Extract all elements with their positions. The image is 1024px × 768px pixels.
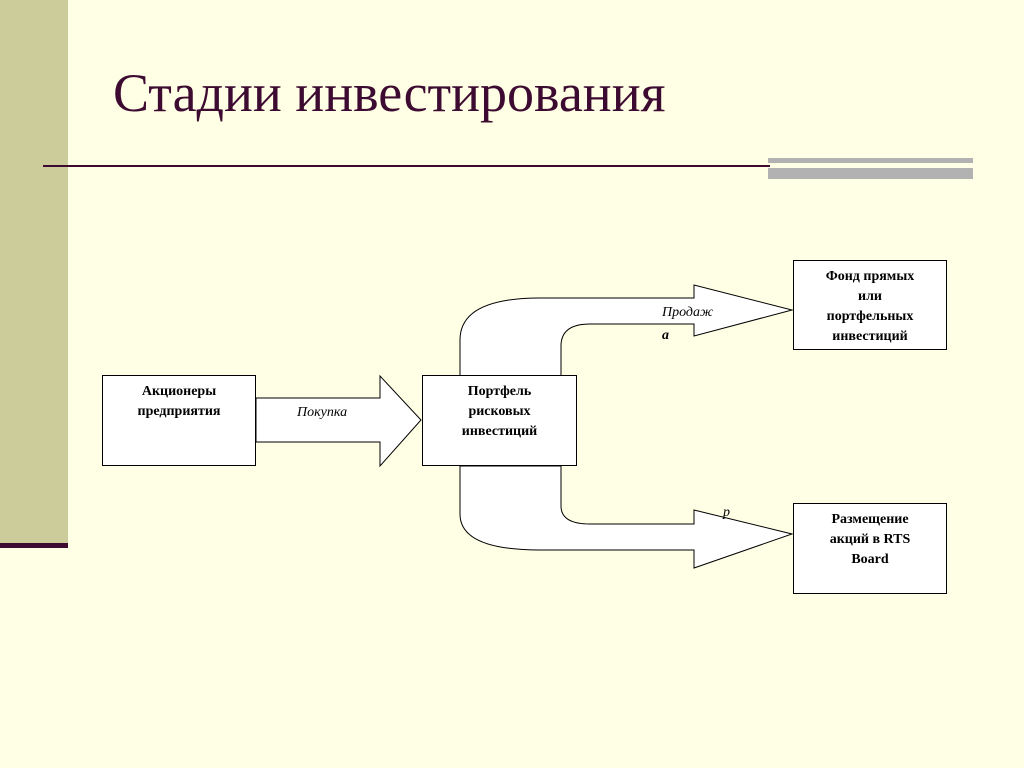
divider-accent-bottom: [768, 168, 973, 179]
label-sale-upper-line-1: Продаж: [662, 305, 714, 320]
slide-title: Стадии инвестирования: [113, 63, 666, 123]
node-rts-line-3: Board: [851, 552, 889, 567]
node-rts-line-2: акций в RTS: [829, 532, 911, 547]
node-fund: Фонд прямых или портфельных инвестиций: [793, 260, 947, 350]
sidebar-rule: [0, 543, 68, 548]
node-shareholders-line-1: Акционеры: [141, 384, 217, 399]
node-rts-board: Размещение акций в RTS Board: [793, 503, 947, 594]
node-shareholders-line-2: предприятия: [137, 404, 221, 419]
node-portfolio: Портфель рисковых инвестиций: [422, 375, 577, 466]
node-portfolio-line-3: инвестиций: [461, 424, 538, 439]
divider-accent-top: [768, 158, 973, 163]
purchase-arrow: [255, 374, 422, 468]
label-sale-lower: р: [723, 505, 730, 520]
sale-arrow-upper: [459, 284, 794, 377]
title-divider: [43, 165, 770, 167]
node-rts-line-1: Размещение: [831, 512, 909, 527]
node-fund-line-3: портфельных: [826, 309, 914, 324]
node-portfolio-line-1: Портфель: [467, 384, 532, 399]
node-fund-line-2: или: [858, 289, 882, 304]
node-portfolio-line-2: рисковых: [468, 404, 531, 419]
sidebar-strip: [0, 0, 68, 546]
label-purchase: Покупка: [297, 405, 348, 420]
node-fund-line-1: Фонд прямых: [825, 269, 915, 284]
sale-arrow-lower: [459, 465, 794, 569]
label-sale-upper-line-2: а: [662, 328, 669, 343]
node-shareholders: Акционеры предприятия: [102, 375, 256, 466]
node-fund-line-4: инвестиций: [832, 329, 908, 344]
